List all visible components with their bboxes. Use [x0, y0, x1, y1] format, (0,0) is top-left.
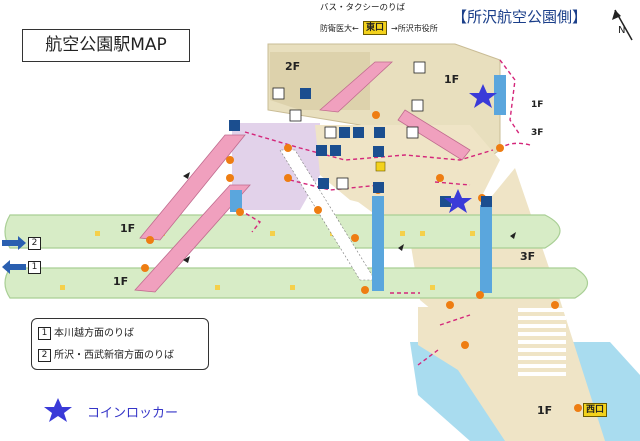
- facility-icons: [229, 61, 492, 207]
- map-title: 航空公園駅MAP: [22, 29, 190, 62]
- toilet-upper-icon: [272, 87, 285, 100]
- upper-stairs: [319, 61, 394, 113]
- elevator-upper: [494, 75, 506, 115]
- east-exit-badge[interactable]: 東口: [363, 21, 388, 35]
- floor-label-1f-upper: 1F: [444, 73, 460, 86]
- toilet-icon: [316, 145, 327, 156]
- floor-label-west-1f: 1F: [537, 404, 553, 417]
- floor-label-3f: 3F: [520, 250, 536, 263]
- west-exit-badge[interactable]: 西口: [583, 403, 608, 417]
- compass-label: N: [618, 25, 626, 36]
- elevator-icon: [373, 182, 384, 193]
- elevator-right: [480, 205, 492, 293]
- side-label: 【所沢航空公園側】: [452, 8, 588, 26]
- floor-label-1f-platform: 1F: [120, 222, 136, 235]
- info-icon: [353, 127, 364, 138]
- floor-label-ramp-3f: 3F: [531, 128, 544, 138]
- track-2-tag: 2: [28, 236, 44, 250]
- crosswalk: [518, 308, 566, 376]
- phone-icon: [406, 126, 419, 139]
- accessible-toilet-icon: [330, 145, 341, 156]
- door-icon-2: [411, 99, 424, 112]
- east-exit-right-label: →所沢市役所: [391, 24, 438, 33]
- waiting-icon: [318, 178, 329, 189]
- elevator-center: [372, 196, 384, 291]
- floor-label-ramp-1f: 1F: [531, 100, 544, 110]
- elevator-icon-right: [481, 196, 492, 207]
- prohibit-icon: [336, 177, 349, 190]
- bus-taxi-label: バス・タクシーのりば: [320, 3, 406, 13]
- stairs-upper-icon: [300, 88, 311, 99]
- platform-track-2: [4, 214, 561, 249]
- compass-icon: [612, 9, 633, 41]
- legend-number-2: 2: [38, 348, 51, 362]
- track-1-tag: 1: [28, 260, 44, 274]
- ticket-icon: [374, 127, 385, 138]
- stroller-icon: [373, 146, 384, 157]
- fixed-gate-icon: [324, 126, 337, 139]
- lavender-lobby: [232, 123, 320, 210]
- staff-icon: [440, 196, 451, 207]
- locker-star-legend: [44, 398, 72, 422]
- legend-text-1: 本川越方面のりば: [54, 328, 134, 339]
- stairs-to-track-1: [134, 184, 251, 293]
- legend-text-2: 所沢・西武新宿方面のりば: [54, 350, 174, 361]
- coin-locker-label: コインロッカー: [87, 406, 179, 421]
- door-icon: [413, 61, 426, 74]
- coin-locker-stars: [44, 84, 497, 422]
- escalator-icon: [229, 120, 240, 131]
- legend-number-1: 1: [38, 326, 51, 340]
- elevator-left: [230, 190, 242, 212]
- ticket-gate-icon: [375, 161, 386, 172]
- east-exit-left-label: 防衛医大←: [320, 24, 359, 33]
- locker-star-upper: [469, 84, 497, 108]
- ticket-machine-icon: [339, 127, 350, 138]
- locker-star-lower: [444, 189, 472, 213]
- door-icon-3: [289, 109, 302, 122]
- floor-label-2f: 2F: [285, 60, 301, 73]
- floor-label-1f-lower: 1F: [113, 275, 129, 288]
- platform-track-1: [4, 267, 589, 299]
- track-arrows: [2, 236, 26, 274]
- escalator-right: [397, 109, 471, 161]
- direction-arrows: [183, 172, 516, 263]
